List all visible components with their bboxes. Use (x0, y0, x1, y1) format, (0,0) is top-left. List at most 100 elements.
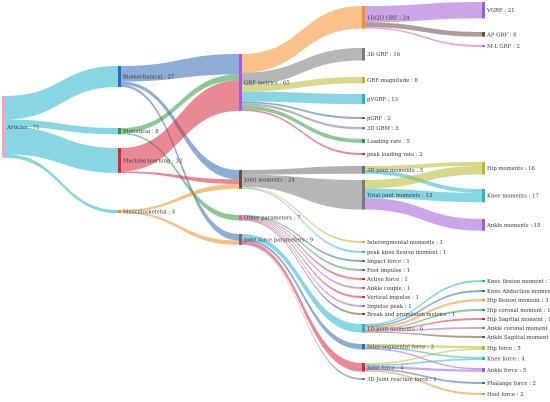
link-total_jm-to-hip_moments (365, 165, 482, 189)
node-label-jrf3d: 3D Joint reaction force : 1 (367, 377, 437, 383)
node-label-break_prop: Break and propulsion metrics : 1 (367, 312, 455, 318)
node-label-active_force: Active force : 1 (366, 277, 408, 283)
link-other_params-to-impact_force (242, 215, 362, 262)
node-label-joint_force_params: Joint force parameters : 9 (243, 237, 314, 243)
link-biomech-to-joint_force_params (121, 84, 239, 241)
node-label-peak_loading: peak loading rate : 2 (367, 152, 423, 158)
node-vgrf (482, 2, 485, 19)
node-label-impact_force: Impact force : 1 (367, 259, 410, 265)
link-joint_force-to-phalange_force (365, 368, 482, 384)
link-joint_force_params-to-interseg_force (242, 238, 362, 350)
node-label-hip_force: Hip force : 5 (487, 346, 521, 352)
link-grf-to-grf_3d (242, 48, 362, 86)
link-other_params-to-active_force (242, 216, 362, 280)
link-articles-to-biomech (5, 66, 118, 120)
link-joint_force_params-to-joint_force (242, 241, 362, 372)
link-grf-to-grf_mag (242, 77, 362, 92)
node-label-mlgrf: M-L GRF : 2 (487, 44, 520, 50)
link-ml-to-joint_moments (121, 171, 239, 185)
node-ankle_couple (362, 287, 365, 289)
link-other_params-to-impulse_peak (242, 218, 362, 307)
node-statistical (118, 128, 121, 135)
link-ml-to-grf (121, 80, 239, 172)
link-grf-to-peak_loading (242, 109, 362, 155)
node-apgrf (482, 32, 485, 37)
sankey-links (5, 2, 482, 395)
link-jm3d-to-hip_moments (365, 162, 482, 170)
link-grf-to-grm3d (242, 103, 362, 130)
node-hip_flex_m (482, 299, 485, 302)
node-label-grf_mag: GRF magnitude : 8 (367, 78, 418, 84)
node-ml (118, 148, 121, 173)
node-hip_moments (482, 162, 485, 175)
node-label-statistical: Statistical : 8 (123, 129, 159, 135)
node-knee_flex_m (482, 280, 485, 282)
node-interseg_force (362, 344, 365, 350)
link-jm1d-to-knee_abd_m (365, 290, 482, 328)
link-statistical-to-grf (121, 74, 239, 133)
link-jm1d-to-hip_flex_m (365, 299, 482, 330)
link-jm1d-to-ankle_cor_m (365, 327, 482, 332)
node-peak_knee_flex (362, 251, 365, 253)
node-musculo (118, 210, 121, 214)
node-grf_mag (362, 77, 365, 84)
node-hip_sag_m (482, 318, 485, 320)
link-grf-to-pgrf (242, 101, 362, 119)
node-interseg_moments (362, 241, 365, 243)
node-label-articles: Articles : 71 (6, 125, 40, 131)
node-ankle_cor_m (482, 327, 485, 329)
node-total_jm (362, 180, 365, 210)
node-label-foot_impulse: Foot impulse : 1 (367, 268, 410, 274)
node-hip_cor_m (482, 309, 485, 311)
node-label-vgrf: VGRF : 21 (486, 8, 515, 14)
node-foot_impulse (362, 269, 365, 271)
link-interseg_force-to-hip_force (365, 344, 482, 349)
link-other_params-to-foot_impulse (242, 215, 362, 271)
node-label-ankle_sag_m: Ankle Sagittal moment : 1 (486, 335, 550, 341)
node-label-knee_abd_m: Knee Abduction moment : 2 (487, 289, 550, 295)
link-grf-to-loading_rate (242, 105, 362, 143)
node-label-impulse_peak: Impulse peak : 1 (367, 304, 412, 310)
node-joint_moments (239, 170, 242, 189)
node-knee_force (482, 357, 485, 361)
link-jm1d-to-hip_sag_m (365, 318, 482, 332)
node-ankle_force (482, 368, 485, 372)
link-articles-to-musculo (5, 154, 118, 214)
link-joint_force_params-to-jm1d (242, 234, 362, 333)
link-jm1d-to-ankle_sag_m (365, 331, 482, 338)
node-label-hip_sag_m: Hip Sagittal moment : 1 (487, 317, 550, 323)
node-label-ankle_moments: Ankle moments : 15 (486, 223, 540, 229)
link-joint_moments-to-peak_knee_flex (242, 187, 362, 253)
link-joint_force_params-to-jrf3d (242, 244, 362, 380)
link-biomech-to-grf (121, 54, 239, 82)
node-articles (2, 96, 5, 158)
link-total_jm-to-knee_moments (365, 188, 482, 203)
node-label-pvgrf: pVGRF : 13 (367, 97, 398, 103)
link-articles-to-statistical (5, 119, 118, 135)
link-articles-to-ml (5, 126, 118, 173)
link-other_params-to-ankle_couple (242, 217, 362, 289)
node-label-hip_flex_m: Hip flexion moment : 3 (487, 298, 548, 304)
link-joint_moments-to-jm3d (242, 166, 362, 175)
node-label-jm3d: 3D joint moments : 5 (367, 168, 423, 174)
node-label-ankle_force: Ankle force : 5 (486, 368, 526, 374)
node-hip_force (482, 346, 485, 350)
node-loading_rate (362, 139, 365, 143)
node-vertical_impulse (362, 296, 365, 298)
node-label-joint_force: Joint force : 4 (366, 365, 404, 371)
link-grf_1d2d-to-apgrf (365, 22, 482, 37)
node-grf_1d2d (362, 6, 365, 29)
node-joint_force (362, 363, 365, 372)
node-label-loading_rate: Loading rate : 5 (367, 139, 410, 145)
link-grf-to-pvgrf (242, 91, 362, 105)
node-ankle_sag_m (482, 336, 485, 338)
node-jm3d (362, 166, 365, 174)
node-impulse_peak (362, 305, 365, 307)
node-label-interseg_force: Inter-segmental force : 3 (367, 345, 434, 351)
link-musculo-to-joint_force_params (121, 211, 239, 245)
node-label-hip_moments: Hip moments : 16 (487, 166, 536, 172)
node-label-grf_3d: 3D GRF : 16 (367, 52, 401, 58)
node-heel_force (482, 393, 485, 395)
node-grm3d (362, 127, 365, 130)
